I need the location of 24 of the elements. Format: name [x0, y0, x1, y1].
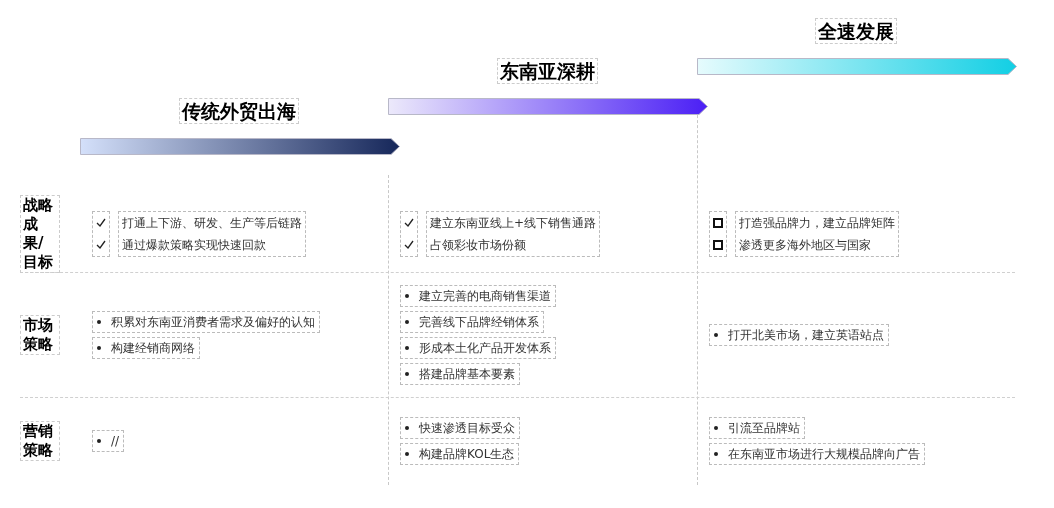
item-text: 打造强品牌力，建立品牌矩阵 [739, 214, 895, 232]
item-text: 建立完善的电商销售渠道 [419, 287, 551, 305]
item-text: 建立东南亚线上+线下销售通路 [430, 214, 597, 232]
phase-title: 传统外贸出海 [179, 98, 299, 124]
row-header: 营销策略 [20, 421, 60, 461]
item-text: 积累对东南亚消费者需求及偏好的认知 [111, 313, 315, 331]
item-text: 打通上下游、研发、生产等后链路 [122, 214, 302, 232]
item-text: 构建品牌KOL生态 [419, 446, 515, 463]
phase-title: 东南亚深耕 [496, 58, 598, 84]
item-text: 渗透更多海外地区与国家 [739, 236, 872, 254]
item-text: 占领彩妆市场份额 [430, 236, 527, 254]
item-text: 在东南亚市场进行大规模品牌向广告 [728, 446, 920, 463]
item-text: 构建经销商网络 [111, 339, 195, 357]
item-text: 快速渗透目标受众 [419, 420, 515, 437]
item-text: 形成本土化产品开发体系 [419, 339, 551, 357]
item-text: // [111, 433, 120, 450]
item-text: 完善线下品牌经销体系 [419, 313, 539, 331]
item-text: 打开北美市场，建立英语站点 [728, 326, 884, 344]
phase-title: 全速发展 [815, 18, 897, 44]
item-text: 搭建品牌基本要素 [419, 365, 515, 383]
item-text: 通过爆款策略实现快速回款 [122, 236, 267, 254]
item-text: 引流至品牌站 [728, 420, 800, 437]
row-header: 战略成果/目标 [20, 194, 60, 273]
row-header: 市场策略 [20, 314, 60, 355]
